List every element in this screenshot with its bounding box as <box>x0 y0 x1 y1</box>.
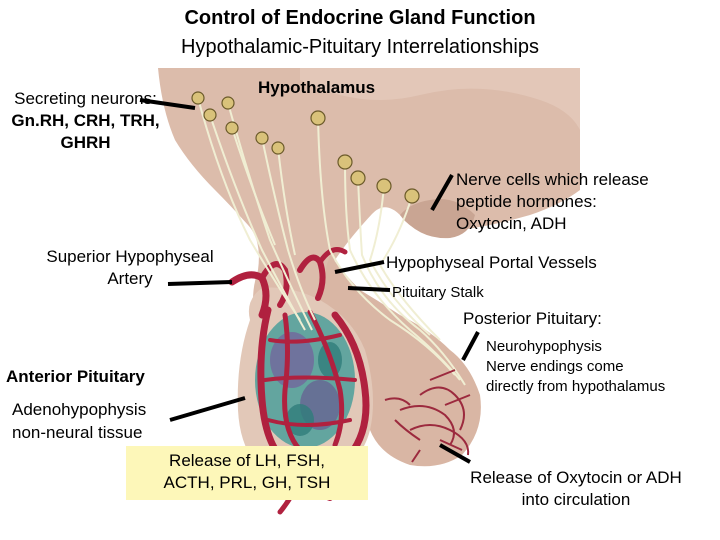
neuro-line-3: directly from hypothalamus <box>486 378 666 395</box>
label-nerve-cells: Nerve cells which release peptide hormon… <box>456 169 649 235</box>
nerve-fibers <box>197 97 466 386</box>
label-posterior-pituitary: Posterior Pituitary: <box>463 309 602 328</box>
label-neurohypophysis: Neurohypophysis Nerve endings come direc… <box>486 337 665 397</box>
leader-posterior <box>461 331 480 361</box>
neuro-line-1: Neurohypophysis <box>486 338 602 355</box>
label-pituitary-stalk: Pituitary Stalk <box>392 284 484 301</box>
superior-line-2: Artery <box>107 269 153 288</box>
release-anterior-line-1: Release of LH, FSH, <box>169 451 325 470</box>
label-hypothalamus: Hypothalamus <box>258 78 376 97</box>
leader-lines <box>139 98 480 464</box>
leader-superior-artery <box>167 280 233 286</box>
secreting-hormones: Gn.RH, CRH, TRH, GHRH <box>11 111 160 152</box>
release-anterior-box: Release of LH, FSH, ACTH, PRL, GH, TSH <box>126 446 368 500</box>
release-posterior-label: Release of Oxytocin or ADH into circulat… <box>440 467 712 511</box>
posterior-nerve-endings <box>384 369 471 463</box>
nerve-cells-line-3: Oxytocin, ADH <box>456 214 567 233</box>
gland-cells <box>255 312 355 448</box>
adeno-line-1: Adenohypophysis <box>12 400 147 419</box>
label-adenohypophysis: Adenohypophysis non-neural tissue <box>12 398 146 444</box>
label-superior-artery: Superior Hypophyseal Artery <box>30 246 230 290</box>
leader-portal-vessels <box>334 260 385 274</box>
release-posterior-line-1: Release of Oxytocin or ADH <box>470 468 682 487</box>
neuron-bodies <box>191 91 420 204</box>
secreting-prefix: Secreting neurons: <box>14 89 157 108</box>
superior-line-1: Superior Hypophyseal <box>46 247 214 266</box>
adeno-line-2: non-neural tissue <box>12 423 143 442</box>
leader-nerve-cells <box>430 174 454 211</box>
tissue-shading <box>300 68 580 130</box>
label-portal-vessels: Hypophyseal Portal Vessels <box>386 253 597 272</box>
label-secreting-neurons: Secreting neurons: Gn.RH, CRH, TRH, GHRH <box>8 88 163 154</box>
leader-adenohypophysis <box>169 396 246 422</box>
diagram-title: Control of Endocrine Gland Function <box>184 7 536 29</box>
leader-secreting <box>139 98 196 110</box>
tissue-fold <box>400 199 475 239</box>
nerve-cells-line-2: peptide hormones: <box>456 192 597 211</box>
label-anterior-pituitary: Anterior Pituitary <box>6 367 145 386</box>
leader-release-posterior <box>439 443 471 464</box>
release-anterior-line-2: ACTH, PRL, GH, TSH <box>163 473 331 492</box>
leader-pituitary-stalk <box>347 286 391 292</box>
diagram-subtitle: Hypothalamic-Pituitary Interrelationship… <box>181 36 539 58</box>
release-posterior-line-2: into circulation <box>521 490 631 509</box>
neuro-line-2: Nerve endings come <box>486 358 624 375</box>
pituitary-stalk-tissue <box>318 255 481 467</box>
nerve-cells-line-1: Nerve cells which release <box>456 170 649 189</box>
